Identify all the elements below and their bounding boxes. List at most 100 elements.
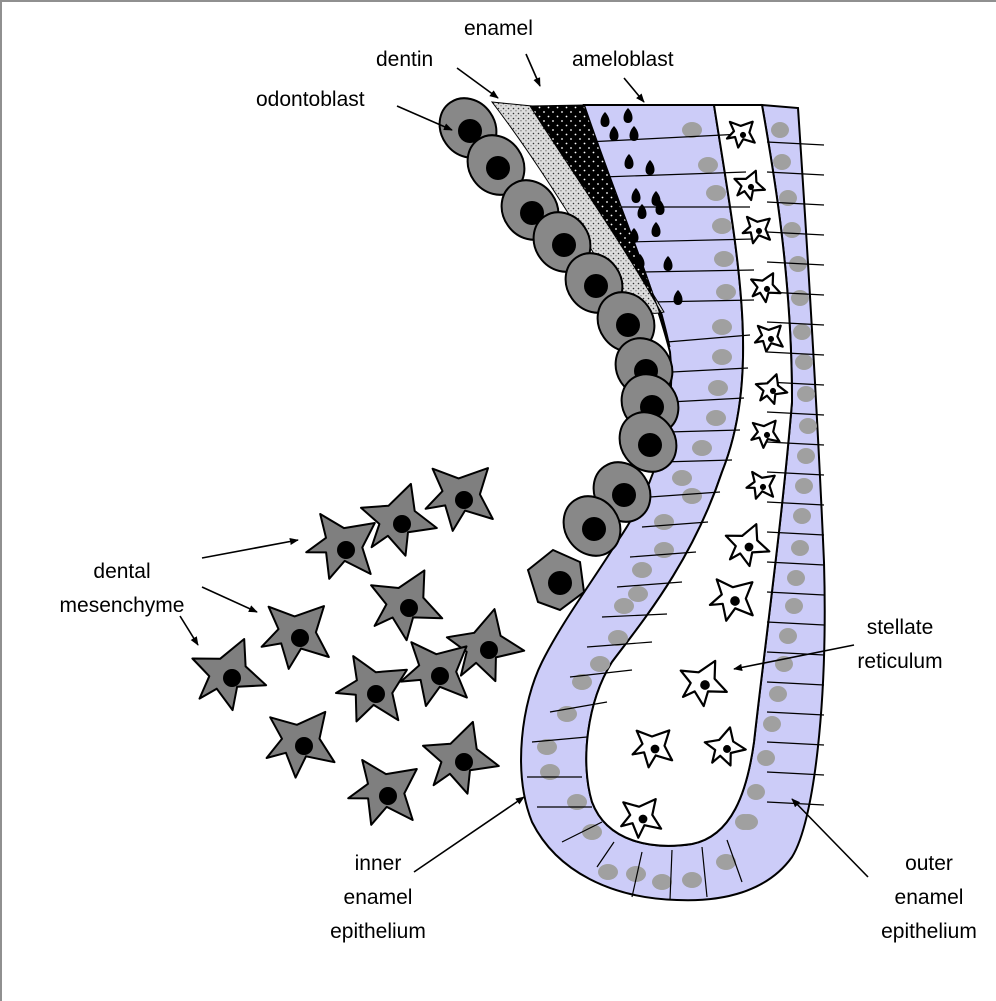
stellate-cell-nucleus bbox=[748, 184, 754, 190]
mesenchymal-cell-nucleus bbox=[223, 669, 241, 687]
inner-epithelium-nucleus bbox=[706, 410, 726, 426]
mesenchymal-cell-nucleus bbox=[295, 737, 313, 755]
stellate-cell-nucleus bbox=[639, 815, 648, 824]
stellate-cell-nucleus bbox=[760, 484, 766, 490]
mesenchymal-cell-nucleus bbox=[379, 787, 397, 805]
mesenchymal-cell bbox=[348, 760, 417, 825]
outer-epithelium-nucleus bbox=[747, 784, 765, 800]
inner-epithelium-nucleus bbox=[598, 864, 618, 880]
outer-epithelium-nucleus bbox=[763, 716, 781, 732]
odontoblast-nucleus bbox=[584, 274, 608, 298]
inner-epithelium-nucleus bbox=[654, 514, 674, 530]
odontoblast-nucleus bbox=[582, 517, 606, 541]
dental-mesenchyme-cells bbox=[192, 468, 524, 825]
outer-epithelium-nucleus bbox=[787, 570, 805, 586]
label-inner-enamel-epithelium-line2: enamel bbox=[344, 886, 413, 909]
outer-epithelium-nucleus bbox=[735, 814, 753, 830]
outer-epithelium-nucleus bbox=[795, 478, 813, 494]
inner-epithelium-nucleus bbox=[614, 598, 634, 614]
label-inner-enamel-epithelium-line3: epithelium bbox=[330, 920, 426, 943]
mesenchymal-cell bbox=[267, 712, 335, 778]
label-enamel: enamel bbox=[464, 17, 533, 40]
odontoblast-nucleus bbox=[548, 571, 572, 595]
odontoblast-nucleus bbox=[486, 156, 510, 180]
odontoblast-nucleus bbox=[612, 483, 636, 507]
label-dental-mesenchyme-line1: dental bbox=[93, 560, 150, 583]
inner-epithelium-nucleus bbox=[632, 562, 652, 578]
label-ameloblast: ameloblast bbox=[572, 48, 674, 71]
outer-epithelium-nucleus bbox=[785, 598, 803, 614]
mesenchymal-cell bbox=[262, 606, 329, 669]
outer-epithelium-nucleus bbox=[797, 448, 815, 464]
outer-epithelium-nucleus bbox=[799, 418, 817, 434]
inner-enamel-epithelium-arrow bbox=[414, 797, 524, 872]
label-dental-mesenchyme-line2: mesenchyme bbox=[60, 594, 185, 617]
inner-epithelium-nucleus bbox=[716, 284, 736, 300]
outer-epithelium-nucleus bbox=[793, 508, 811, 524]
stellate-cell-nucleus bbox=[770, 388, 776, 394]
inner-epithelium-nucleus bbox=[654, 542, 674, 558]
inner-epithelium-nucleus bbox=[682, 872, 702, 888]
mesenchymal-cell bbox=[401, 642, 467, 706]
mesenchymal-cell bbox=[447, 609, 524, 681]
mesenchymal-cell bbox=[371, 570, 442, 640]
outer-epithelium-nucleus bbox=[791, 540, 809, 556]
mesenchymal-cell bbox=[192, 639, 266, 710]
outer-epithelium-nucleus bbox=[757, 750, 775, 766]
outer-enamel-epithelium-arrow bbox=[792, 799, 868, 877]
mesenchymal-cell-nucleus bbox=[455, 491, 473, 509]
stellate-cell-nucleus bbox=[700, 680, 710, 690]
inner-epithelium-nucleus bbox=[698, 157, 718, 173]
inner-epithelium-nucleus bbox=[590, 656, 610, 672]
label-stellate-reticulum-line2: reticulum bbox=[857, 650, 942, 673]
odontoblast-nucleus bbox=[552, 233, 576, 257]
dental-mesenchyme-arrow-2 bbox=[202, 587, 257, 612]
outer-epithelium-nucleus bbox=[783, 222, 801, 238]
inner-epithelium-nucleus bbox=[692, 440, 712, 456]
outer-epithelium-nucleus bbox=[791, 290, 809, 306]
label-odontoblast: odontoblast bbox=[256, 88, 365, 111]
mesenchymal-cell-nucleus bbox=[431, 667, 449, 685]
dental-mesenchyme-arrow-3 bbox=[180, 616, 198, 645]
odontoblast-nucleus bbox=[638, 433, 662, 457]
outer-epithelium-nucleus bbox=[773, 154, 791, 170]
mesenchymal-cell-nucleus bbox=[400, 599, 418, 617]
mesenchymal-cell-nucleus bbox=[367, 685, 385, 703]
mesenchymal-cell-nucleus bbox=[393, 515, 411, 533]
inner-epithelium-nucleus bbox=[708, 380, 728, 396]
inner-epithelium-nucleus bbox=[712, 349, 732, 365]
outer-epithelium-nucleus bbox=[793, 324, 811, 340]
mesenchymal-cell bbox=[361, 484, 437, 556]
inner-epithelium-nucleus bbox=[682, 122, 702, 138]
inner-epithelium-nucleus bbox=[706, 185, 726, 201]
mesenchymal-cell-nucleus bbox=[455, 753, 473, 771]
outer-epithelium-nucleus bbox=[769, 686, 787, 702]
dentin-arrow bbox=[457, 68, 498, 98]
stellate-cell-nucleus bbox=[764, 286, 770, 292]
stellate-cell-nucleus bbox=[730, 596, 740, 606]
label-outer-enamel-epithelium-line2: enamel bbox=[895, 886, 964, 909]
label-outer-enamel-epithelium-line1: outer bbox=[905, 852, 953, 875]
mesenchymal-cell-nucleus bbox=[291, 629, 309, 647]
inner-epithelium-nucleus bbox=[672, 470, 692, 486]
inner-epithelium-nucleus bbox=[712, 218, 732, 234]
stellate-cell-nucleus bbox=[756, 228, 762, 234]
inner-epithelium-nucleus bbox=[557, 706, 577, 722]
label-outer-enamel-epithelium-line3: epithelium bbox=[881, 920, 977, 943]
odontoblast-cell bbox=[528, 550, 584, 610]
stellate-cell-nucleus bbox=[651, 745, 660, 754]
inner-epithelium-nucleus bbox=[682, 488, 702, 504]
outer-epithelium-nucleus bbox=[779, 628, 797, 644]
ameloblast-arrow bbox=[624, 78, 644, 102]
mesenchymal-cell bbox=[423, 722, 499, 794]
outer-epithelium-nucleus bbox=[771, 122, 789, 138]
mesenchymal-cell-nucleus bbox=[480, 641, 498, 659]
inner-epithelium-nucleus bbox=[628, 586, 648, 602]
stellate-cell-nucleus bbox=[764, 432, 770, 438]
mesenchymal-cell bbox=[426, 468, 493, 531]
stellate-cell-nucleus bbox=[745, 543, 754, 552]
inner-epithelium-nucleus bbox=[652, 874, 672, 890]
stellate-cell-nucleus bbox=[740, 132, 746, 138]
